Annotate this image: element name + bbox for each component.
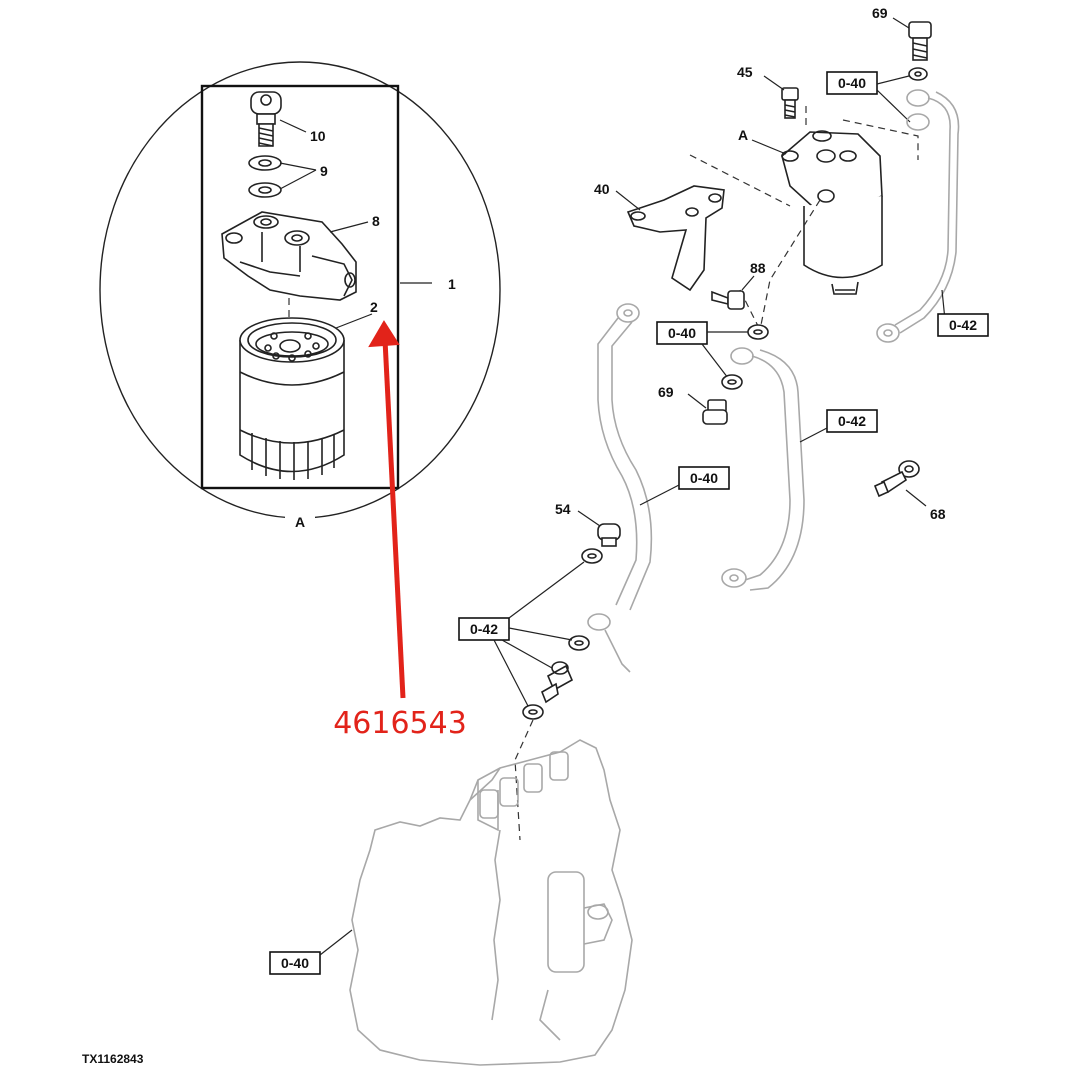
ref-box-4 [937,313,989,337]
washer-part-9 [248,155,282,198]
ref-box-1 [826,71,878,95]
view-letter-a: A [295,514,305,530]
fuel-line-return [876,89,960,343]
callout-88: 88 [750,260,766,276]
ref-box-2 [656,321,708,345]
filter-element-part-2 [239,298,345,480]
ref-box-6 [458,617,510,641]
align-line-4 [739,289,761,331]
washer-top-1 [908,67,928,81]
bracket-part-40 [626,185,725,292]
ref-box-7-label: 0-40 [281,955,309,971]
fuel-line-long [597,303,653,673]
part-number-label: 4616543 [333,706,467,741]
detail-view-a: A 1 10 9 [99,61,501,530]
callout-45: 45 [737,64,753,80]
ref-box-5-label: 0-40 [690,470,718,486]
figure-id: TX1162843 [82,1052,144,1066]
callout-40: 40 [594,181,610,197]
washer-mid-1 [747,324,769,340]
bolt-part-69-top [908,21,932,61]
ref-box-1-label: 0-40 [838,75,866,91]
callout-9: 9 [320,163,328,179]
callout-69-mid: 69 [658,384,674,400]
washer-mid-1-hole [753,329,763,335]
ref-box-2-label: 0-40 [668,325,696,341]
washer-mid-2-hole [727,379,737,385]
callout-54: 54 [555,501,571,517]
ref-box-6-label: 0-42 [470,621,498,637]
bolt-part-45 [781,87,799,119]
ref-box-7 [269,951,321,975]
washer-mid-2 [721,374,743,390]
fitting-mid [730,347,754,365]
ref-box-3-label: 0-42 [838,413,866,429]
ref-box-3 [826,409,878,433]
callout-10: 10 [310,128,326,144]
callout-2: 2 [370,299,378,315]
ref-box-5 [678,466,730,490]
align-line-3 [689,154,791,207]
injection-pump-ghost [349,739,633,1066]
callout-8: 8 [372,213,380,229]
callout-68: 68 [930,506,946,522]
red-arrow: 4616543 [333,320,467,741]
align-line-1 [842,119,919,160]
banjo-fitting-part-68 [873,460,920,498]
detail-frame [200,84,400,490]
callout-1: 1 [448,276,456,292]
bolt-part-10 [250,91,282,147]
filter-head-part-8 [221,211,357,301]
ref-box-4-label: 0-42 [949,317,977,333]
bolt-part-54 [597,523,621,547]
fuel-line-supply [721,349,805,591]
align-line-6 [514,719,534,841]
callout-a: A [738,127,748,143]
callout-69-top: 69 [872,5,888,21]
filter-assembly [781,130,883,295]
bolt-part-69-mid [702,399,728,425]
bolt-part-88 [711,290,745,310]
washer-top-1-hole [914,71,922,77]
